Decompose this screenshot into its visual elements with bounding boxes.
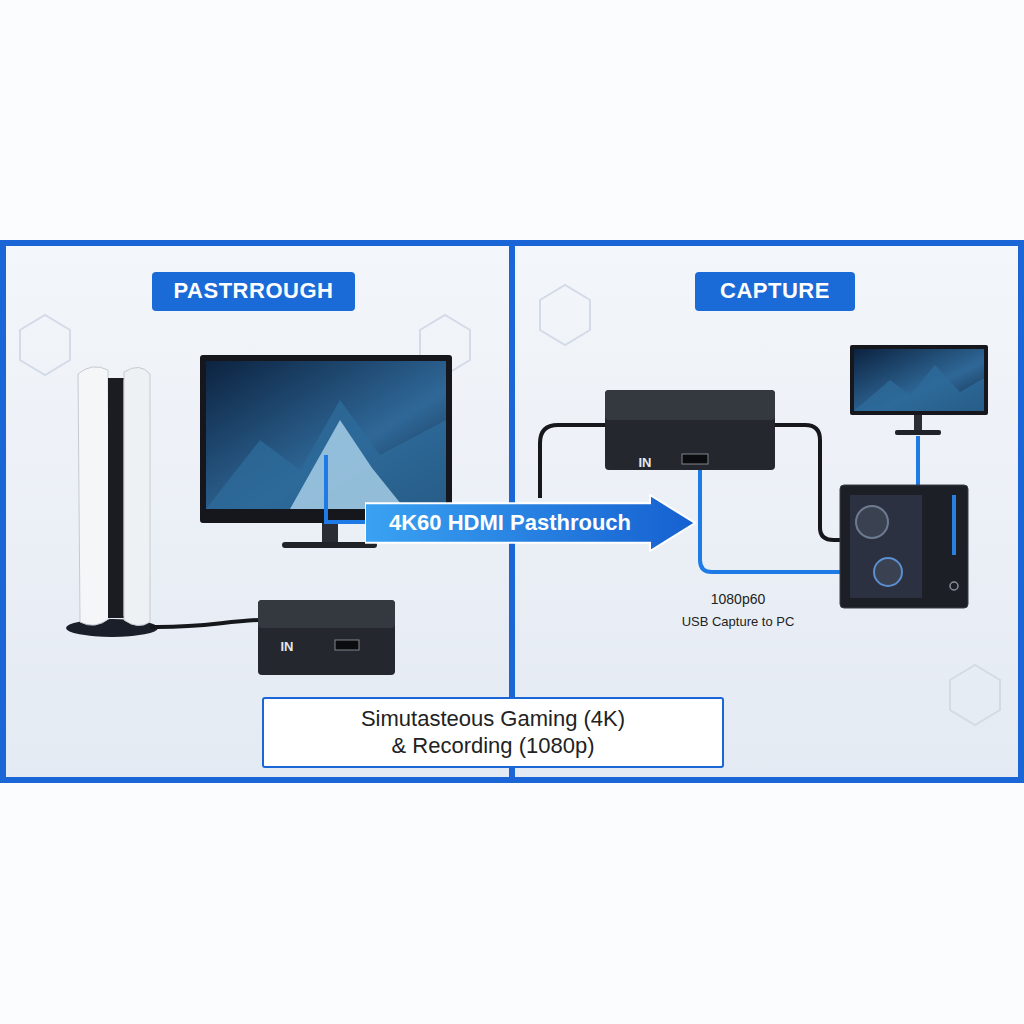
hdmi-port [335,640,359,650]
resolution-label: 1080p60 [711,591,766,607]
arrow-body [365,495,695,551]
usb-cable [700,470,842,572]
pc-power-button [950,582,958,590]
hex [540,285,590,345]
pc-case [840,485,968,608]
console-core [108,378,124,618]
monitor-neck [914,415,922,432]
capture-card [258,600,395,675]
section-header: PASTRROUGH [152,272,355,311]
port-label: IN [639,455,652,470]
flow-arrow: 4K60 HDMI Pasthrouch [365,494,696,552]
hex [20,315,70,375]
caption-box: Simutasteous Gaming (4K) & Recording (10… [262,697,724,768]
port-label: IN [281,639,294,654]
console-shell [78,367,110,625]
caption-text: Simutasteous Gaming (4K) & Recording (10… [353,706,633,759]
screen-art [290,420,405,509]
node-label: 4K60 HDMI Pasthrouch [389,510,671,536]
display-cable [916,436,920,486]
hdmi-cable [540,425,605,498]
console-shell [124,367,150,625]
connection-label: USB Capture to PC [682,614,795,629]
capture-card-top [258,600,395,628]
pc-fan [856,506,888,538]
monitor-screen [854,349,984,411]
hdmi-cable [775,425,842,540]
node-label: CAPTURE [720,278,830,304]
panel-band [3,243,1021,780]
section-header: CAPTURE [695,272,855,311]
pc-fan [874,558,902,586]
hex [950,665,1000,725]
hdmi-cable [150,620,258,627]
screen-art [854,365,984,411]
pc-glass [850,495,922,598]
monitor-base [282,542,377,548]
pc-light [952,495,956,555]
monitor-base [895,430,941,435]
monitor-bezel [850,345,988,415]
node-label: PASTRROUGH [174,278,334,304]
monitor-neck [322,523,338,544]
hdmi-port [682,454,708,464]
capture-card-top [605,390,775,420]
capture-card [605,390,775,470]
monitor-bezel [200,355,452,523]
